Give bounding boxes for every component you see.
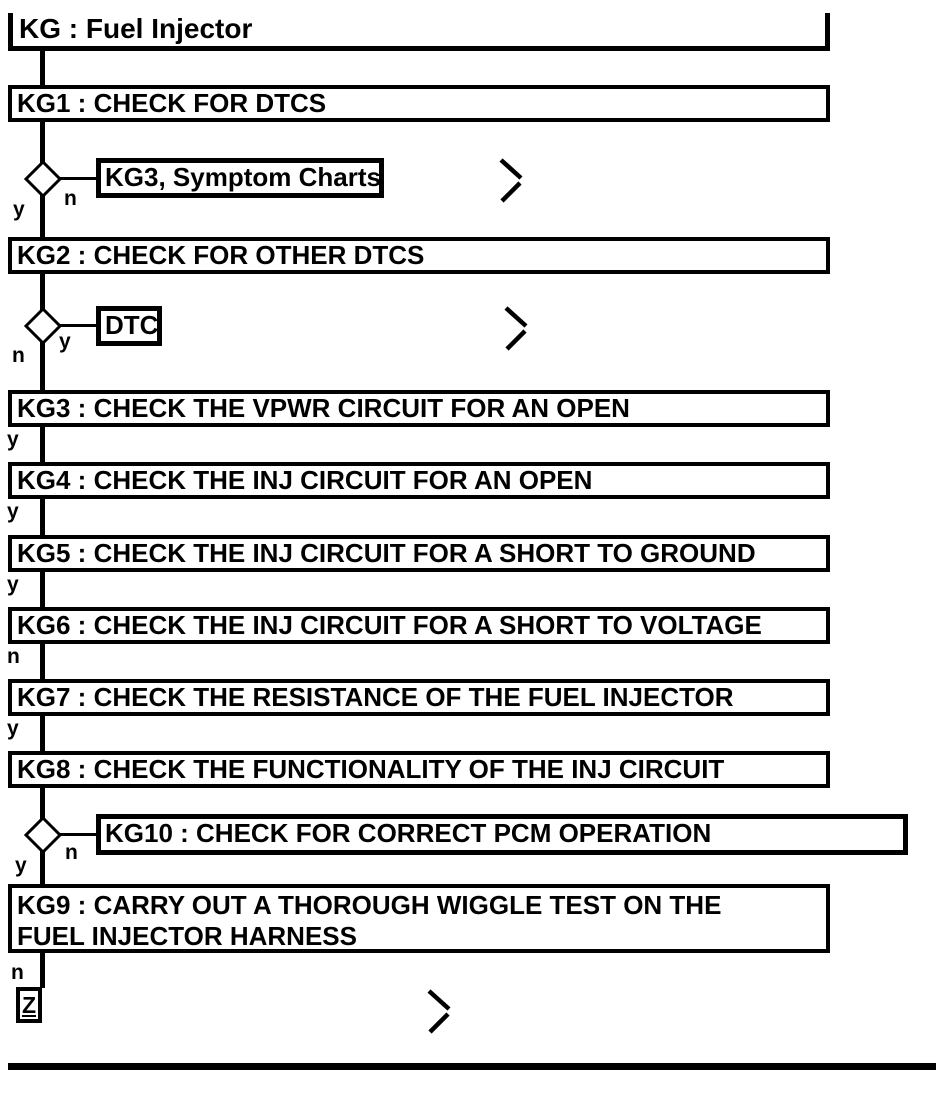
step-kg7: KG7 : CHECK THE RESISTANCE OF THE FUEL I… <box>8 679 830 716</box>
branch-line <box>60 177 98 180</box>
decision-diamond-icon <box>23 306 63 350</box>
branch-label-yes: y <box>15 854 27 877</box>
ref-symptom-charts: KG3, Symptom Charts <box>96 158 384 198</box>
step-kg4: KG4 : CHECK THE INJ CIRCUIT FOR AN OPEN <box>8 462 830 499</box>
step-kg5: KG5 : CHECK THE INJ CIRCUIT FOR A SHORT … <box>8 535 830 572</box>
continue-chevron-icon <box>504 305 530 356</box>
chart-title: KG : Fuel Injector <box>8 13 830 51</box>
page-divider-rule <box>8 1063 936 1070</box>
branch-label-yes: y <box>59 330 71 353</box>
step-kg1: KG1 : CHECK FOR DTCS <box>8 85 830 122</box>
branch-label-no: n <box>12 344 25 367</box>
offpage-connector-z: Z <box>16 987 42 1023</box>
branch-label-yes: y <box>7 573 19 596</box>
branch-label-no: n <box>7 645 20 668</box>
branch-label-yes: y <box>13 198 25 221</box>
decision-diamond-icon <box>23 159 63 203</box>
branch-label-no: n <box>11 961 24 984</box>
branch-label-yes: y <box>7 500 19 523</box>
branch-label-yes: y <box>7 717 19 740</box>
ref-dtc: DTC <box>96 306 162 346</box>
continue-chevron-icon <box>427 988 453 1039</box>
branch-line <box>60 833 98 836</box>
step-kg2: KG2 : CHECK FOR OTHER DTCS <box>8 237 830 274</box>
step-kg8: KG8 : CHECK THE FUNCTIONALITY OF THE INJ… <box>8 751 830 788</box>
branch-label-no: n <box>64 187 77 210</box>
step-kg9-line2: FUEL INJECTOR HARNESS <box>17 921 357 951</box>
step-kg3: KG3 : CHECK THE VPWR CIRCUIT FOR AN OPEN <box>8 390 830 427</box>
branch-line <box>60 324 98 327</box>
branch-label-no: n <box>65 841 78 864</box>
main-flow-line <box>40 50 45 988</box>
continue-chevron-icon <box>499 157 525 208</box>
step-kg9: KG9 : CARRY OUT A THOROUGH WIGGLE TEST O… <box>8 884 830 953</box>
decision-diamond-icon <box>23 815 63 859</box>
branch-label-yes: y <box>7 428 19 451</box>
step-kg6: KG6 : CHECK THE INJ CIRCUIT FOR A SHORT … <box>8 607 830 644</box>
step-kg9-line1: KG9 : CARRY OUT A THOROUGH WIGGLE TEST O… <box>17 890 722 920</box>
ref-kg10: KG10 : CHECK FOR CORRECT PCM OPERATION <box>96 814 908 855</box>
